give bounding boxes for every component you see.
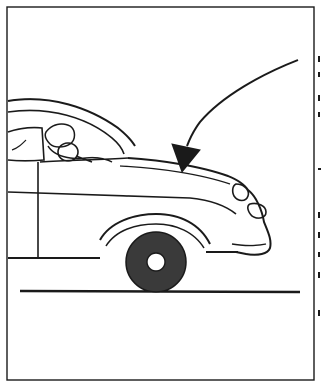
car-bumper-lip — [232, 244, 266, 246]
car-side-window — [8, 128, 44, 161]
car-hubcap — [147, 253, 165, 271]
car-hood-crease — [120, 166, 230, 184]
car-window-glare — [12, 140, 26, 150]
pointer-arrow-shaft — [187, 60, 298, 146]
car-body-side — [8, 192, 236, 214]
car-roof-line — [8, 99, 135, 146]
right-edge-marks — [318, 56, 321, 316]
car-windshield-line — [8, 110, 124, 154]
